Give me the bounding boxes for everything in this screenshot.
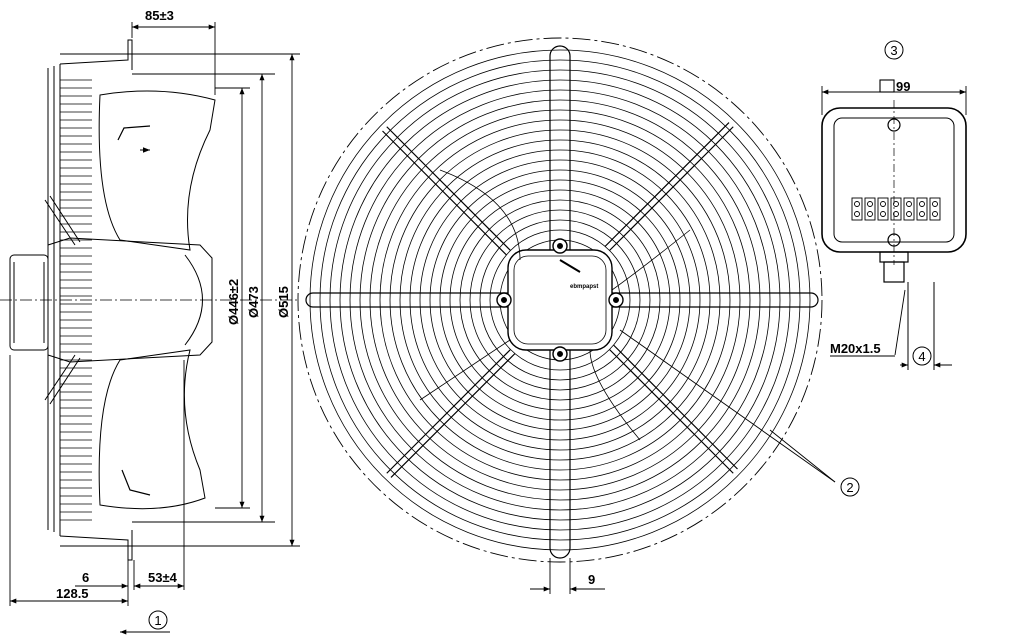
grille-spoke <box>609 126 734 251</box>
front-dimensions <box>530 329 836 594</box>
grille-ring <box>439 179 681 421</box>
dim-128: 128.5 <box>56 586 89 601</box>
grille-ring <box>449 189 671 411</box>
terminal-box <box>821 79 967 370</box>
grille-ring <box>329 69 791 531</box>
grille-ring <box>309 49 811 551</box>
cable-gland-label: M20x1.5 <box>830 341 881 356</box>
grille-ring <box>419 159 701 441</box>
grille-ring <box>359 99 761 501</box>
svg-text:2: 2 <box>846 480 853 495</box>
terminal-screw <box>867 201 873 207</box>
terminal-screw <box>919 201 925 207</box>
grille-ring <box>339 79 781 521</box>
grille-spoke <box>382 130 507 256</box>
terminal-block <box>890 197 902 221</box>
grille-spoke <box>386 349 511 474</box>
terminal-block <box>864 197 876 221</box>
grille-ring <box>389 129 731 471</box>
terminal-screw <box>932 201 938 207</box>
terminal-block <box>916 197 928 221</box>
grille-spoke <box>386 126 511 251</box>
terminal-block <box>851 197 863 221</box>
terminal-screw <box>854 201 860 207</box>
terminal-screw <box>906 201 912 207</box>
terminal-screw <box>880 201 886 207</box>
grille-ring <box>469 209 651 391</box>
dim-85: 85±3 <box>145 8 174 23</box>
terminal-screw <box>854 211 860 217</box>
grille-spoke <box>390 353 516 478</box>
dim-446: Ø446±2 <box>226 279 241 325</box>
side-view <box>0 39 300 561</box>
grille-ring <box>429 169 691 431</box>
grille-ring <box>369 109 751 491</box>
dim-9: 9 <box>588 572 595 587</box>
dim-473: Ø473 <box>246 286 261 318</box>
callout-3: 3 <box>884 40 904 60</box>
dim-515: Ø515 <box>276 286 291 318</box>
hub-badge: ebmpapst <box>570 284 598 290</box>
front-view <box>297 37 823 563</box>
grille-ring <box>409 149 711 451</box>
svg-text:3: 3 <box>890 43 897 58</box>
terminal-screw <box>906 211 912 217</box>
grille-ring <box>319 59 801 541</box>
grille-ring <box>349 89 771 511</box>
svg-text:4: 4 <box>918 349 925 364</box>
grille-ring <box>479 219 641 381</box>
terminal-screw <box>893 211 899 217</box>
side-dimensions <box>9 22 300 635</box>
grille-spoke <box>609 349 734 474</box>
grille-spoke <box>604 122 730 247</box>
terminal-block <box>877 197 889 221</box>
dim-6: 6 <box>82 570 89 585</box>
callout-4: 4 <box>912 346 932 366</box>
svg-text:1: 1 <box>154 613 161 628</box>
terminal-screw <box>867 211 873 217</box>
callout-2: 2 <box>840 477 860 497</box>
terminal-block <box>929 197 941 221</box>
grille-ring <box>489 229 631 371</box>
terminal-screw <box>893 201 899 207</box>
grille-ring <box>399 139 721 461</box>
square-symbol <box>879 79 895 93</box>
terminal-block <box>903 197 915 221</box>
grille-ring <box>379 119 741 481</box>
dim-99: 99 <box>896 79 910 94</box>
terminal-screw <box>932 211 938 217</box>
dim-53: 53±4 <box>148 570 178 585</box>
callout-1: 1 <box>148 610 168 630</box>
grille-spoke <box>613 344 738 470</box>
terminal-screw <box>919 211 925 217</box>
terminal-screw <box>880 211 886 217</box>
grille-ring <box>459 199 661 401</box>
